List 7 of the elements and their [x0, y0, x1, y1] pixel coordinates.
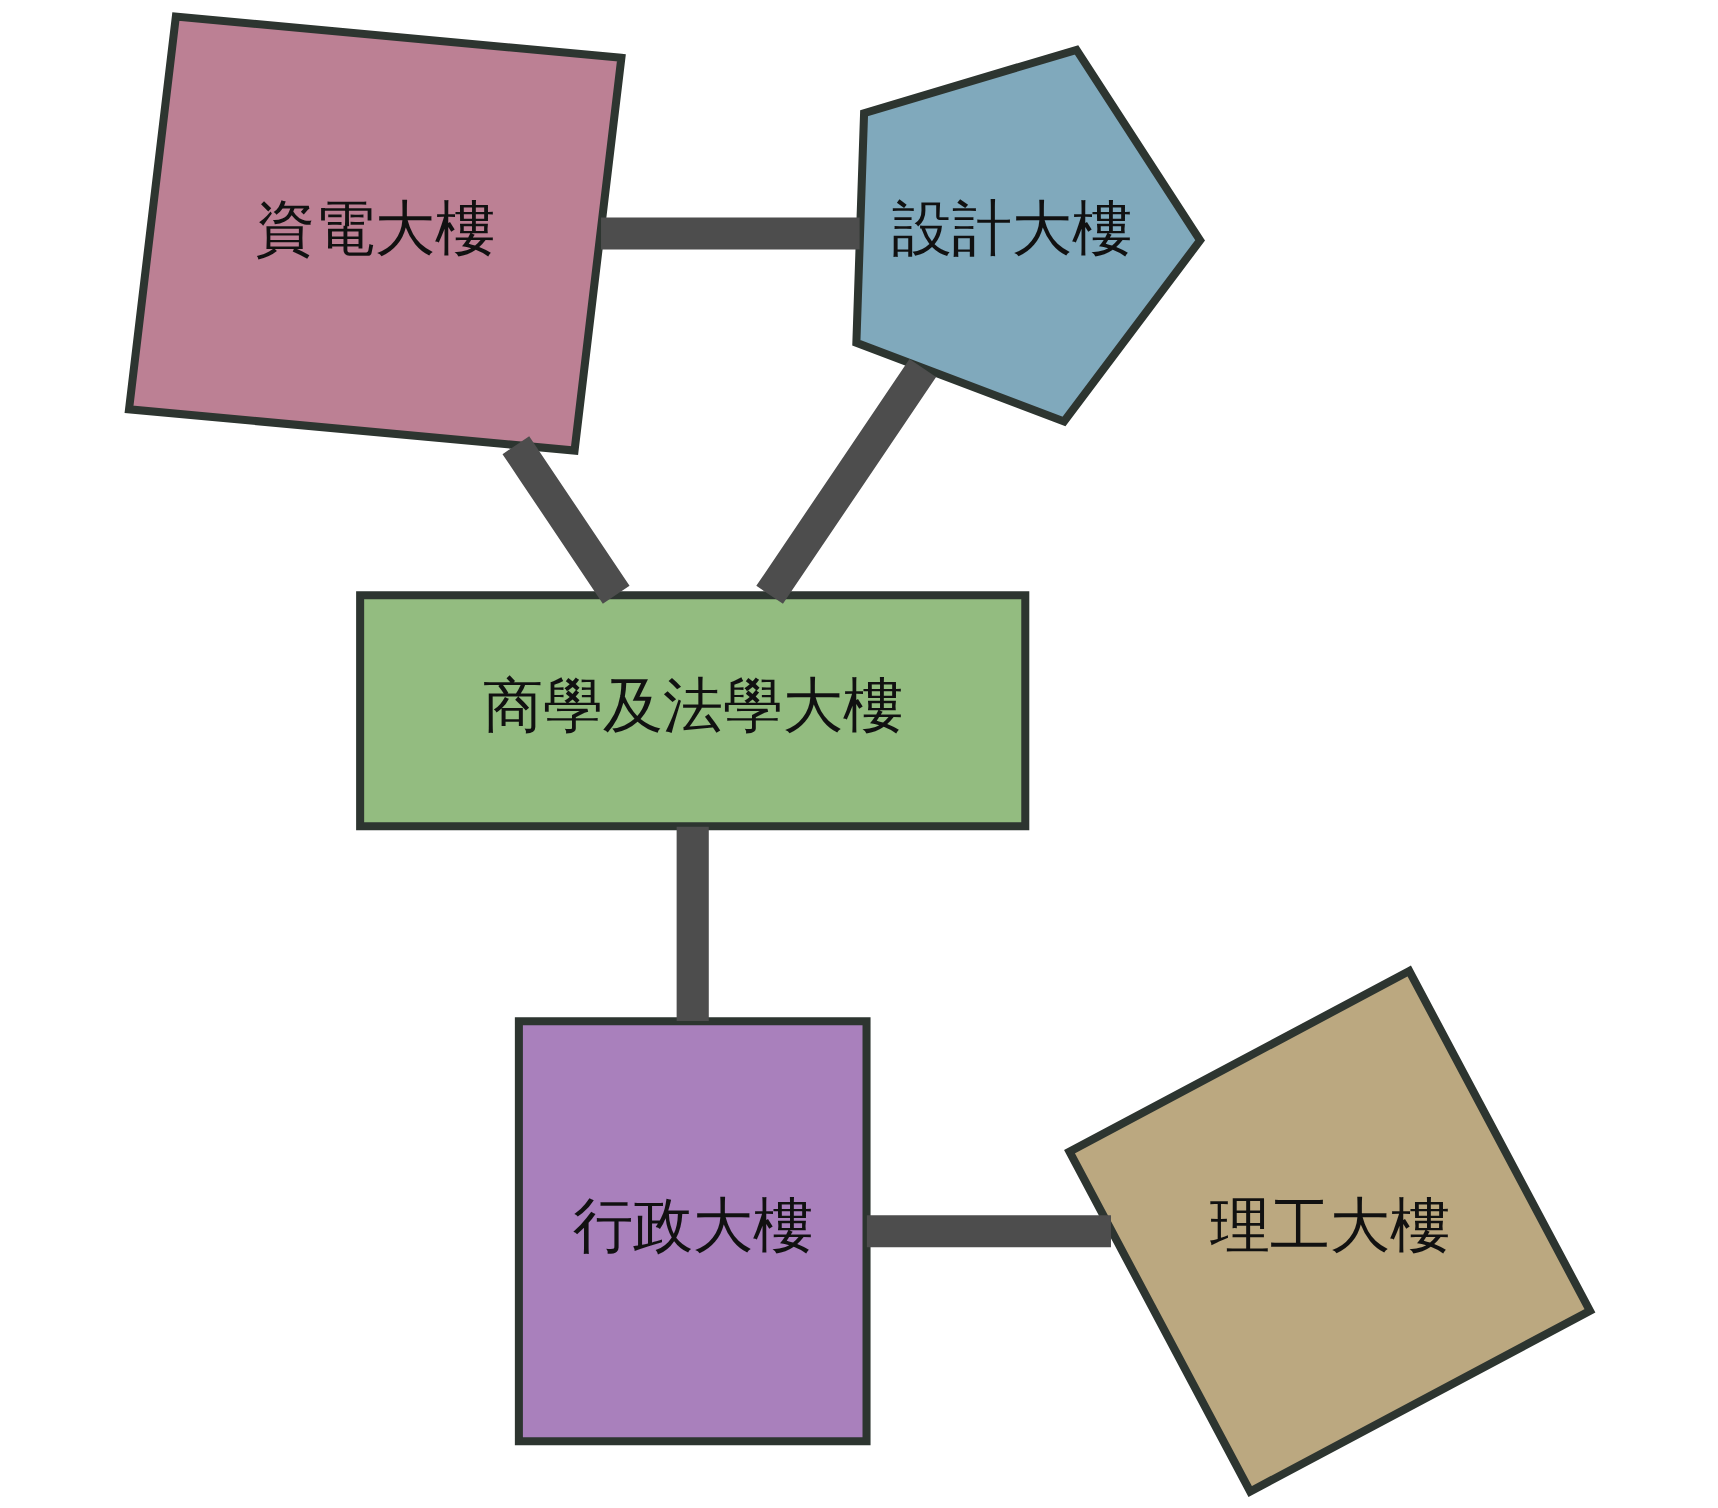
connector: [676, 826, 709, 1021]
connector: [600, 217, 860, 250]
connector: [866, 1215, 1111, 1248]
connector: [755, 359, 936, 604]
connector: [502, 436, 630, 604]
node-box: 行政大樓: [514, 1017, 871, 1446]
node-box: 商學及法學大樓: [355, 591, 1029, 831]
